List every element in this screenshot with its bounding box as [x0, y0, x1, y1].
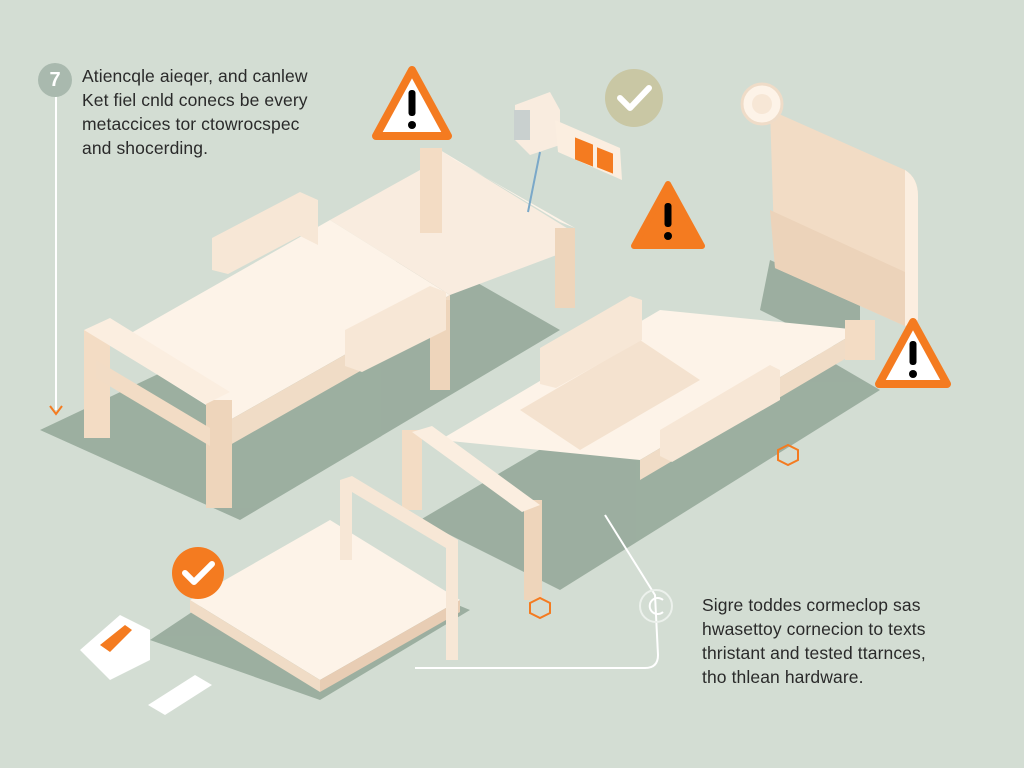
- latch-clip: [80, 615, 150, 680]
- check-icon: [605, 69, 663, 127]
- callout-line: and shocerding.: [82, 138, 209, 158]
- callout-line: Sigre toddes cormeclop sas: [702, 595, 921, 615]
- mounting-plate: [148, 675, 212, 715]
- check-icon: [172, 547, 224, 599]
- callout-line: thristant and tested ttarnces,: [702, 643, 926, 663]
- leader-lines: [55, 97, 660, 669]
- headboard: [740, 82, 918, 326]
- warning-icon: [631, 181, 705, 249]
- warning-icon: [875, 318, 951, 388]
- control-module: [514, 92, 622, 213]
- callout-line: Atiencqle aieqer, and canlew: [82, 66, 308, 86]
- callout-line: tho thlean hardware.: [702, 667, 864, 687]
- callout-top-left: Atiencqle aieqer, and canlew Ket fiel cn…: [82, 64, 342, 160]
- bed-frame-right: [402, 296, 875, 600]
- callout-bottom-right: Sigre toddes cormeclop sas hwasettoy cor…: [702, 593, 972, 689]
- callout-line: hwasettoy cornecion to texts: [702, 619, 926, 639]
- connector-circle-icon: [639, 589, 673, 623]
- step-number-badge: 7: [38, 63, 72, 97]
- bed-footboard-section: [190, 476, 460, 692]
- hex-bolt: [529, 443, 799, 620]
- warning-icon: [372, 66, 452, 140]
- callout-line: Ket fiel cnld conecs be every: [82, 90, 308, 110]
- bed-frame-left: [84, 148, 575, 508]
- callout-line: metaccices tor ctowrocspec: [82, 114, 300, 134]
- arrow-down-icon: [49, 405, 63, 416]
